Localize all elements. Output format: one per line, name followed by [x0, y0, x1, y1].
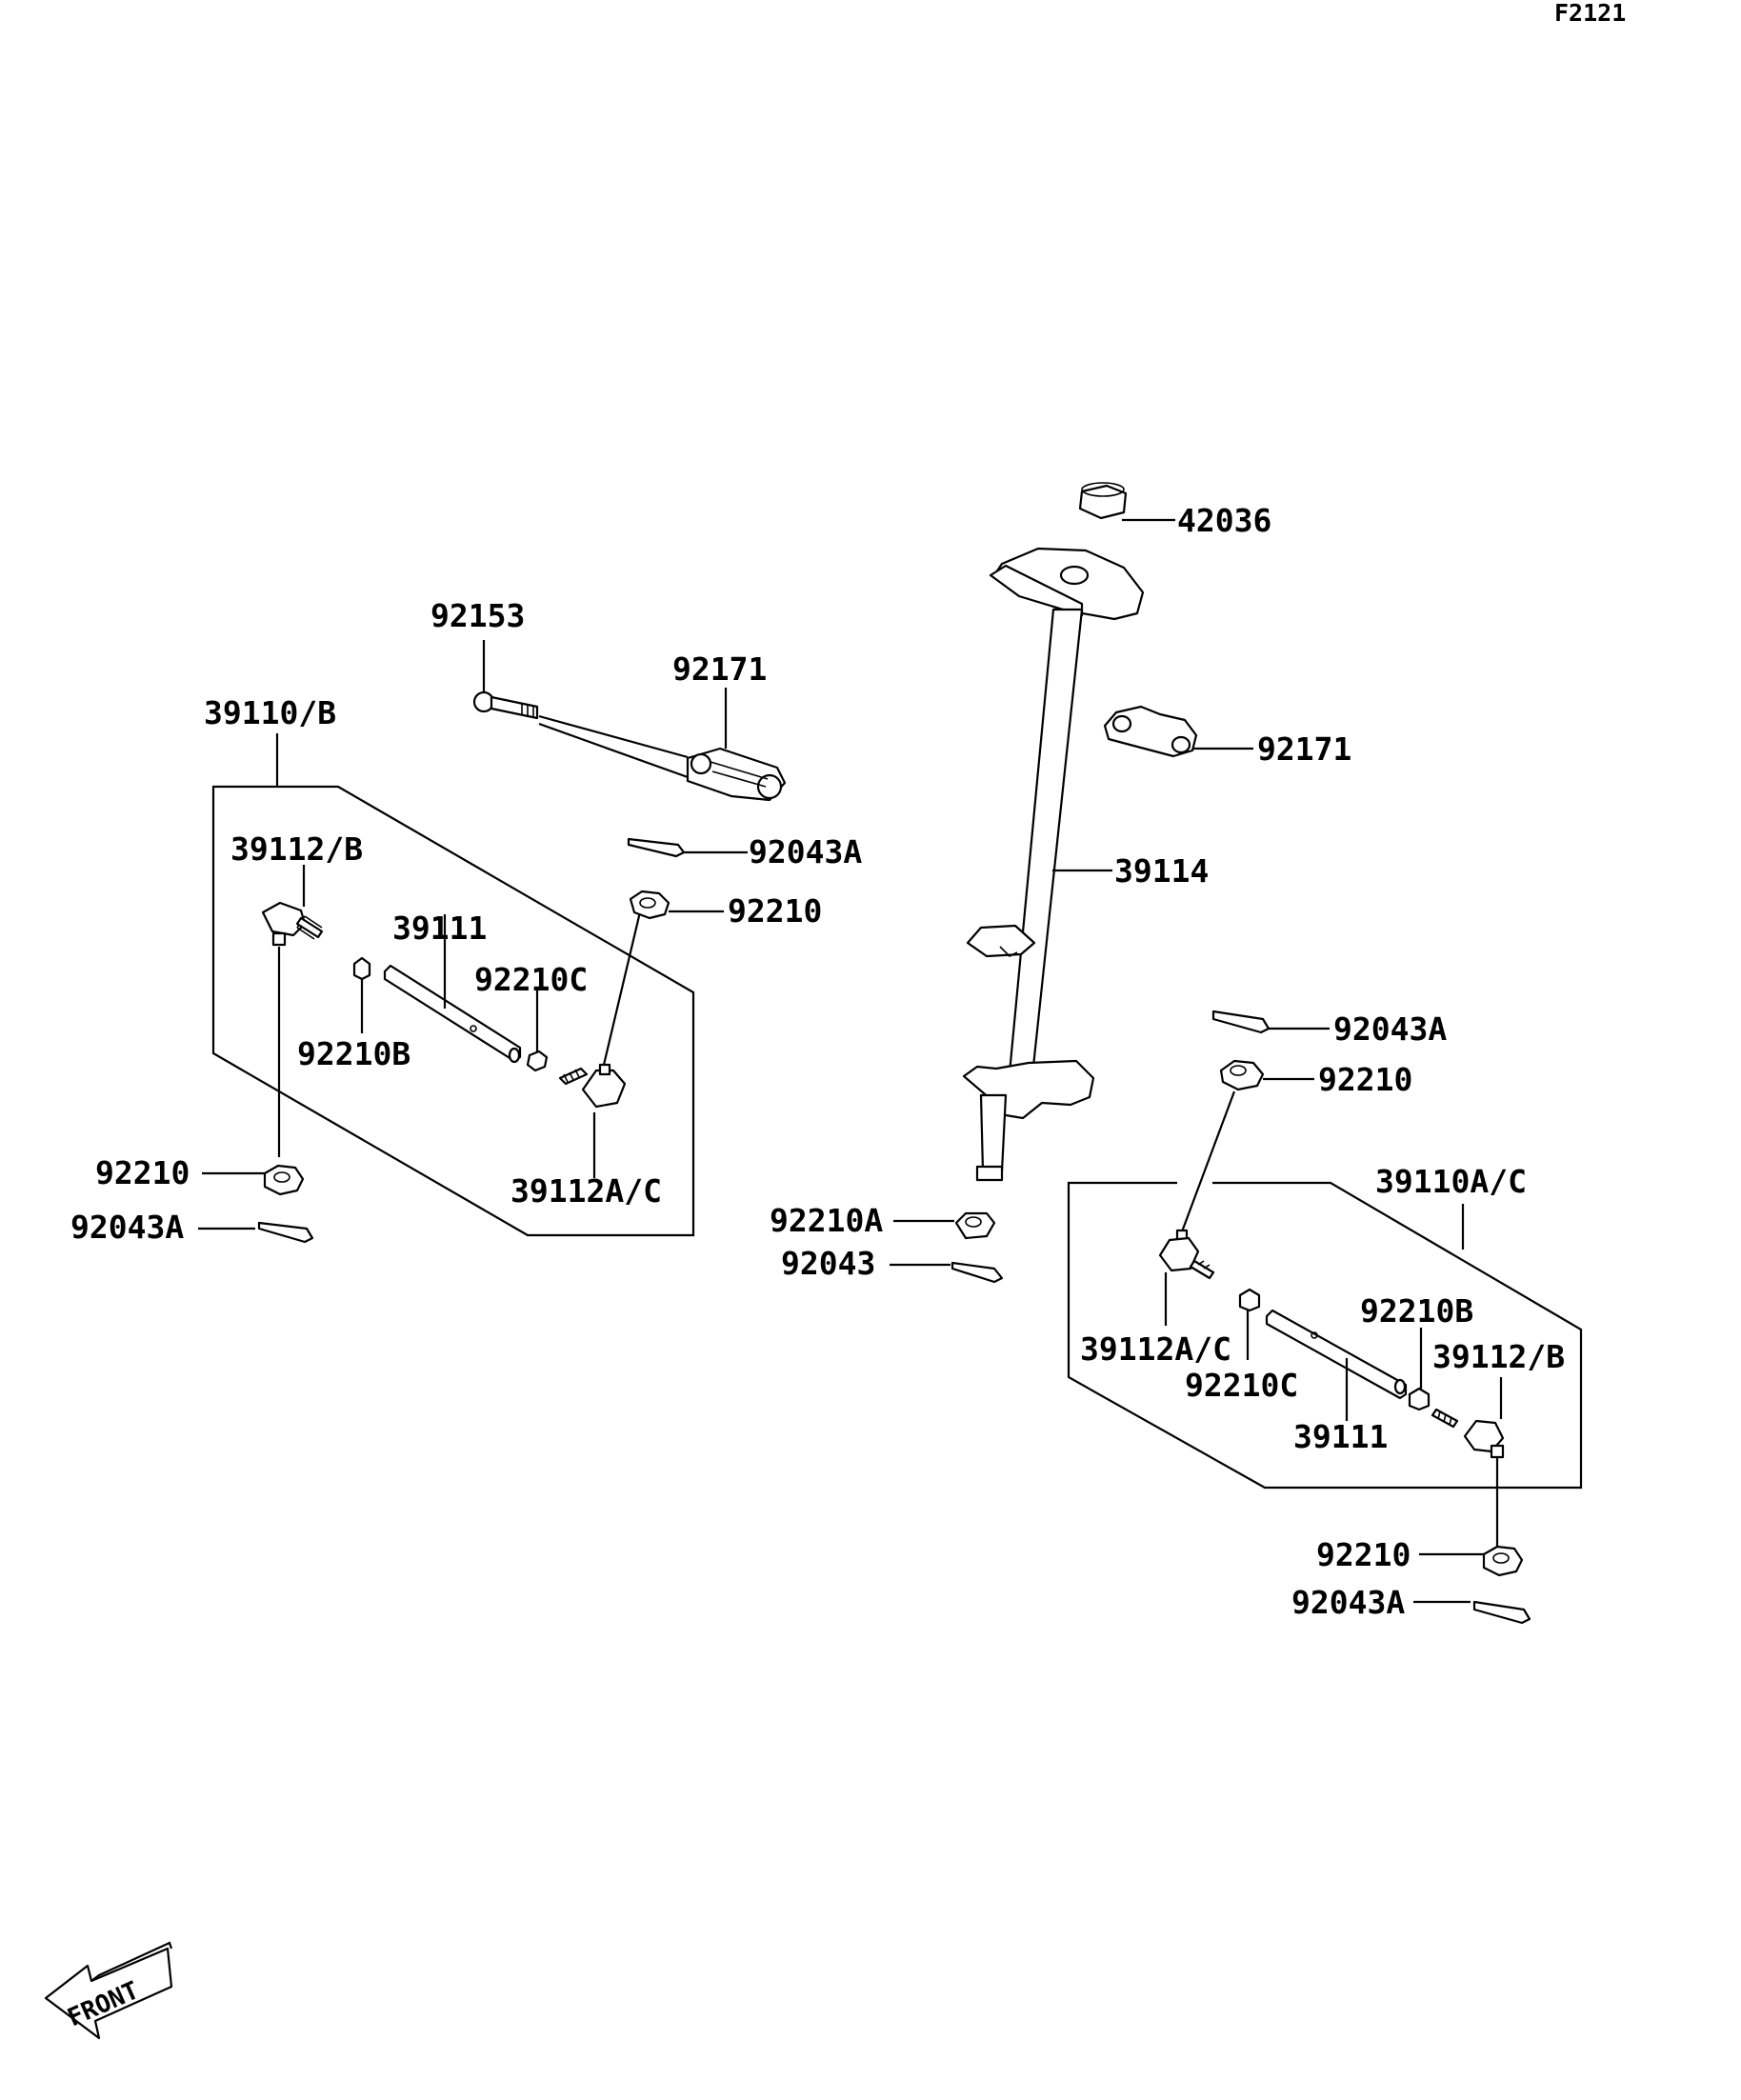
tie-rod-39111-left	[383, 964, 522, 1064]
cotter-pin-92043A-left-bottom	[257, 1221, 314, 1244]
clamp-92171-left	[686, 747, 787, 802]
tie-rod-end-39112AC-left	[558, 1063, 627, 1109]
tie-rod-end-39112B-right	[1431, 1408, 1505, 1459]
part-label-92210B-right: 92210B	[1360, 1292, 1473, 1330]
part-label-39114: 39114	[1114, 852, 1209, 890]
assembly-frame-39110AC	[1067, 1181, 1583, 1490]
part-label-92210-right: 92210	[1318, 1061, 1412, 1098]
nut-92210B-left	[352, 956, 371, 981]
part-label-92210C-left: 92210C	[474, 961, 588, 998]
nut-92210A	[954, 1211, 996, 1240]
bushing-42036	[1078, 482, 1128, 520]
tie-rod-39111-right	[1265, 1309, 1408, 1400]
part-label-39112B-left: 39112/B	[230, 830, 363, 868]
part-label-39112AC-right: 39112A/C	[1080, 1330, 1231, 1368]
part-label-92210C-right: 92210C	[1185, 1367, 1298, 1404]
part-label-92043: 92043	[781, 1245, 875, 1282]
part-label-92171-right: 92171	[1257, 730, 1351, 768]
part-label-39112AC-left: 39112A/C	[510, 1172, 662, 1210]
part-label-39112B-right: 39112/B	[1432, 1338, 1565, 1375]
part-label-39111-left: 39111	[392, 910, 487, 947]
part-label-92210B-left: 92210B	[297, 1035, 410, 1072]
nut-92210-right	[1219, 1059, 1265, 1091]
part-label-92171-left: 92171	[672, 650, 767, 688]
bolt-92153	[472, 690, 539, 720]
part-label-92043A-left-bottom: 92043A	[70, 1209, 184, 1246]
figure-reference: F2121	[1554, 0, 1626, 27]
cotter-pin-92043	[951, 1261, 1004, 1284]
part-label-92210-left-bottom: 92210	[95, 1154, 190, 1191]
nut-92210-right-bottom	[1482, 1545, 1524, 1577]
part-label-92043A-right-bottom: 92043A	[1291, 1584, 1405, 1621]
steering-shaft-39114	[962, 547, 1145, 1182]
tie-rod-end-39112B-left	[261, 901, 324, 947]
front-arrow-icon: FRONT	[44, 1941, 173, 2040]
part-label-42036: 42036	[1177, 502, 1271, 539]
part-label-92210-top: 92210	[728, 892, 822, 930]
nut-92210-left-bottom	[263, 1164, 305, 1196]
cotter-pin-92043A-right-bottom	[1472, 1600, 1531, 1625]
part-label-39111-right: 39111	[1293, 1418, 1388, 1455]
assembly-frame-39110B	[211, 785, 695, 1237]
part-label-92043A-top: 92043A	[749, 833, 862, 870]
tie-rod-end-39112AC-right	[1158, 1229, 1215, 1280]
part-label-92210-right-bottom: 92210	[1316, 1536, 1411, 1573]
nut-92210C-right	[1238, 1288, 1261, 1312]
nut-92210B-right	[1408, 1387, 1431, 1411]
clamp-92171-right	[1103, 705, 1198, 758]
cotter-pin-92043A-right	[1211, 1010, 1271, 1034]
part-label-92153: 92153	[430, 597, 525, 634]
part-label-92043A-right: 92043A	[1333, 1010, 1447, 1048]
part-label-92210A: 92210A	[770, 1202, 883, 1239]
part-label-39110B: 39110/B	[204, 694, 336, 731]
part-label-39110AC: 39110A/C	[1375, 1163, 1527, 1200]
cotter-pin-92043A-top	[627, 837, 686, 858]
nut-92210-top-left	[629, 890, 670, 920]
nut-92210C-left	[526, 1050, 549, 1072]
